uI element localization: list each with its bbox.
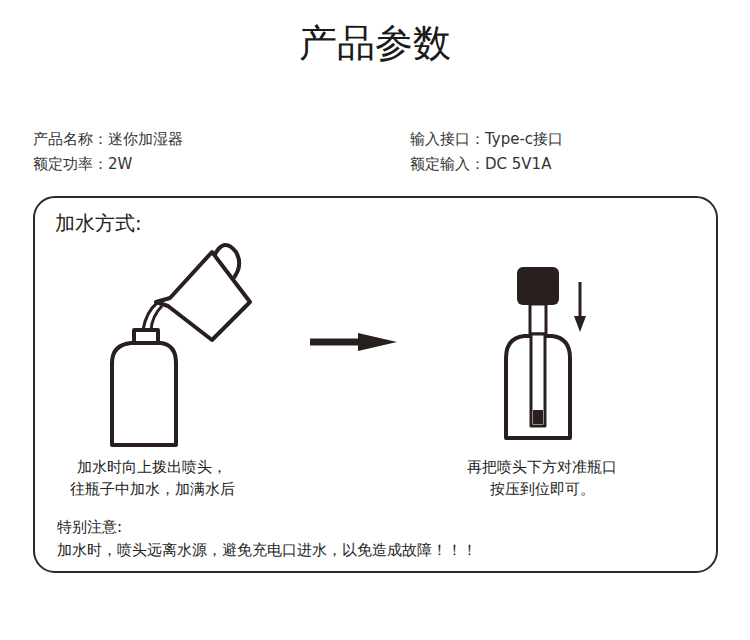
arrow-head [358, 333, 397, 351]
nozzle-head [517, 267, 559, 305]
wick-tube [531, 334, 545, 426]
nozzle-stem [530, 304, 546, 334]
instruction-panel: 加水方式: 加水时向上拨出喷头， 往瓶子中加水，加满水后 再把喷头下方对准瓶口 按压… [33, 196, 718, 573]
pitcher-handle [214, 245, 239, 280]
panel-heading: 加水方式: [55, 210, 142, 237]
instruction-text: 加水时，喷头远离水源，避免充电口进水，以免造成故障！！！ [57, 541, 477, 560]
param-label: 额定功率：2W [33, 155, 132, 174]
arrow-head [574, 316, 586, 332]
instruction-text: 加水时向上拨出喷头， 往瓶子中加水，加满水后 [57, 456, 247, 500]
note-heading: 特别注意: [57, 518, 122, 537]
water-stream [151, 306, 162, 330]
instruction-text: 再把喷头下方对准瓶口 按压到位即可。 [447, 456, 637, 500]
param-label: 输入接口：Type-c接口 [410, 130, 563, 149]
down-arrow [579, 282, 582, 318]
flow-arrow [310, 339, 362, 346]
wick-end [533, 410, 543, 424]
title: 产品参数 [0, 18, 750, 69]
param-label: 额定输入：DC 5V1A [410, 155, 551, 174]
param-label: 产品名称：迷你加湿器 [33, 130, 183, 149]
pitcher [156, 252, 250, 340]
bottle [112, 343, 176, 445]
